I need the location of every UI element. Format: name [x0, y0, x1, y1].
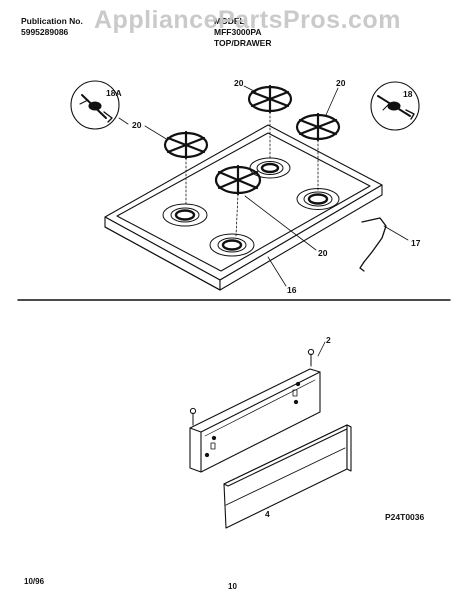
footer-date: 10/96	[24, 577, 45, 586]
page-number: 10	[228, 582, 237, 591]
callout-20-top: 20	[234, 78, 244, 88]
callout-16: 16	[287, 285, 297, 295]
cooktop-top	[104, 124, 383, 291]
grate-right	[295, 112, 341, 142]
watermark: AppliancePartsPros.com	[94, 6, 401, 34]
drawer-screw-left	[189, 407, 197, 426]
callout-17: 17	[411, 238, 421, 248]
drawer-back-panel	[189, 368, 321, 473]
model-number: MFF3000PA	[214, 27, 262, 37]
burner-wells	[162, 157, 340, 257]
detail-circle-18a	[70, 80, 129, 130]
grate-left	[163, 130, 209, 160]
callout-4: 4	[265, 509, 270, 519]
grate-drop-lines	[185, 111, 319, 237]
grate-center	[214, 164, 262, 196]
callout-18a: 18A	[106, 88, 122, 98]
publication-number: 5995289086	[21, 27, 69, 37]
part-17-clip	[359, 217, 387, 272]
figure-code: P24T0036	[385, 512, 425, 522]
publication-label: Publication No.	[21, 16, 83, 26]
callout-18: 18	[403, 89, 413, 99]
grate-top	[247, 84, 293, 114]
callout-2: 2	[326, 335, 331, 345]
section-title: TOP/DRAWER	[214, 38, 272, 48]
detail-circle-18	[370, 81, 420, 131]
callout-20-center: 20	[318, 248, 328, 258]
callout-20-topright: 20	[336, 78, 346, 88]
drawer-front-panel	[223, 424, 352, 529]
callout-20-left: 20	[132, 120, 142, 130]
drawer-screw-right	[307, 348, 315, 367]
model-label: MODEL	[214, 16, 245, 26]
